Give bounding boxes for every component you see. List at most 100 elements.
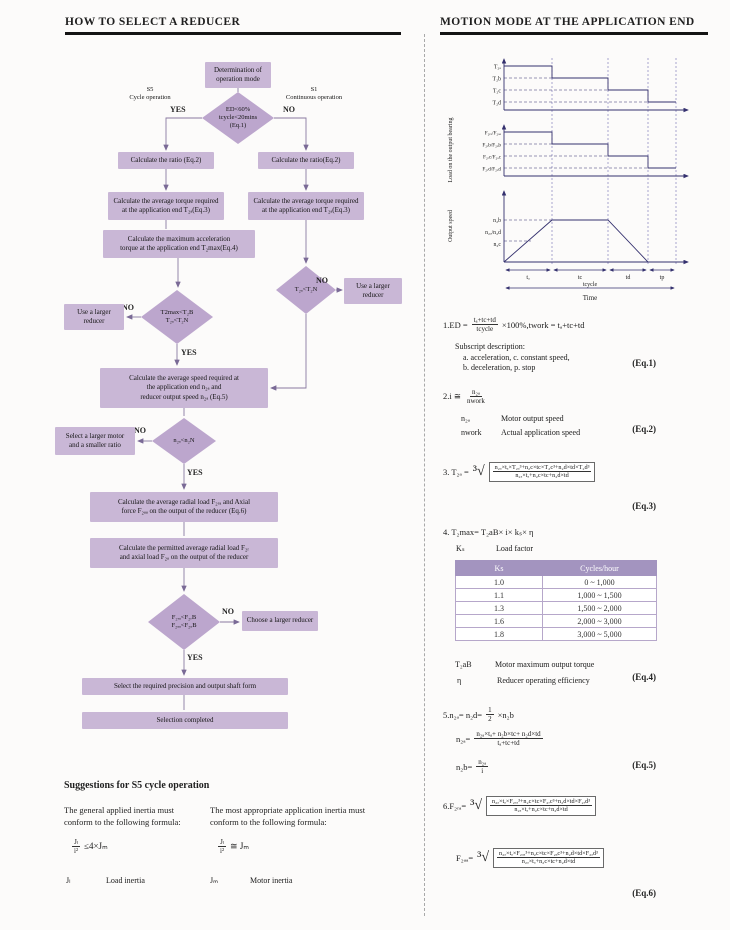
flow-box-use-larger-left: Use a larger reducer	[64, 304, 124, 330]
ylabel-output-speed: Output speed	[448, 210, 454, 242]
flow-box-avg-torque-right: Calculate the average torque required at…	[248, 192, 364, 220]
eq5-lead3: n₂b=	[456, 761, 473, 772]
flow-box-determination: Determination of operation mode	[205, 62, 271, 88]
flow-label-yes-2: YES	[181, 348, 197, 357]
eq4-legend-2: η Reducer operating efficiency	[457, 676, 590, 685]
flow-label-yes-5: YES	[187, 653, 203, 662]
flow-diamond-torque-right-text: T₂ₐ<T₂N	[294, 285, 318, 293]
eq1-subscript-line1: a. acceleration, c. constant speed,	[463, 353, 570, 362]
eq2-legend-1: n₂ₐ Motor output speed	[461, 414, 564, 423]
eq4-legend-1: T₂aB Motor maximum output torque	[455, 660, 595, 669]
xtick-ta: tₐ	[526, 275, 530, 281]
flow-box-ratio-right: Calculate the ratio(Eq.2)	[258, 152, 354, 169]
flow-label-s1: S1 Continuous operation	[285, 85, 343, 101]
flow-box-precision: Select the required precision and output…	[82, 678, 288, 695]
label-time: Time	[583, 294, 598, 302]
chart-axes-and-curves	[501, 58, 689, 290]
suggestions-left-legend: Jₗ Load inertia	[66, 876, 145, 885]
column-divider	[424, 34, 425, 916]
tick-n2b: n₂b	[493, 218, 501, 224]
label-tcycle: tcycle	[583, 282, 598, 288]
eq6-lead2: F₂ₐₐ=	[456, 852, 474, 863]
tick-f2d: F₂ᵣd/F₂ₐd	[482, 167, 501, 173]
suggestions-right-text: The most appropriate application inertia…	[210, 805, 366, 828]
equation-5-line1: 5.n₂ₐ= n₂d= 1 2 ×n₂b	[443, 706, 514, 724]
flow-label-no-2: NO	[316, 276, 328, 285]
left-formula-fraction: Jₗ i²	[72, 838, 80, 856]
ylabel-load-output-bearing: Load on the output bearing	[448, 118, 454, 183]
eq1-subscript-line2: b. deceleration, p. stop	[463, 363, 536, 372]
flow-box-avg-speed: Calculate the average speed required at …	[100, 368, 268, 408]
eq6-tag: (Eq.6)	[632, 888, 656, 898]
eq2-fraction: n₂ₐ nwork	[466, 388, 485, 406]
eq2-lead: 2.i ≅	[443, 391, 461, 402]
tick-t2b: T₂b	[493, 77, 502, 83]
eq2-legend-2: nwork Actual application speed	[461, 428, 581, 437]
right-formula-fraction: Jₗ i²	[218, 838, 226, 856]
eq5-tail1: ×n₂b	[497, 709, 514, 720]
eq5-fraction-half: 1 2	[486, 706, 494, 724]
suggestions-heading: Suggestions for S5 cycle operation	[64, 780, 210, 791]
flow-box-completed: Selection completed	[82, 712, 288, 729]
flow-diamond-speed-text: n₂ₐ<n₂N	[173, 436, 195, 444]
tick-n2c: n₂c	[494, 242, 502, 248]
table-header-row: Ks Cycles/hour	[455, 560, 657, 576]
eq6-cube-root-2: ³√	[477, 849, 490, 865]
flow-box-use-larger-right: Use a larger reducer	[344, 278, 402, 304]
table-header-cycles: Cycles/hour	[542, 560, 657, 576]
eq3-tag: (Eq.3)	[632, 501, 656, 511]
equation-5-line2: n₂ₐ= n₂ₐ×tₐ+ n₂b×tc+ n₂d×td tₐ+tc+td	[456, 730, 543, 748]
equation-5-line3: n₂b= n₂ₐ i	[456, 758, 489, 776]
eq1-tag: (Eq.1)	[632, 358, 656, 368]
xtick-tc: tc	[578, 275, 583, 281]
suggestions-left-formula: Jₗ i² ≤4×Jₘ	[72, 838, 108, 856]
chart-segment-guides	[551, 58, 677, 266]
eq6-boxed-fraction-1: n₂ₐ×tₐ×F₂ᵣₐ³+n₂c×tc×F₂ᵣc³+n₂d×td×F₂ᵣd³ n…	[486, 796, 597, 816]
flow-box-max-torque: Calculate the maximum acceleration torqu…	[103, 230, 255, 258]
suggestions-right-formula: Jₗ i² ≅ Jₘ	[218, 838, 249, 856]
xtick-tp: tp	[660, 275, 665, 281]
tick-t2d: T₂d	[493, 101, 502, 107]
equation-1: 1.ED = tₐ+tc+td tcycle ×100%,twork = tₐ+…	[443, 316, 585, 334]
flow-diamond-ed-text: ED<60% tcycle<20mins (Eq.1)	[218, 105, 258, 130]
eq4-k-legend: Kₛ Load factor	[456, 544, 534, 553]
eq5-fraction-3: n₂ₐ i	[476, 758, 489, 776]
flow-box-radial-load: Calculate the average radial load F₂ᵣₐ a…	[90, 492, 278, 522]
eq3-boxed-fraction: n₂ₐ×tₐ×T₂ₐ³+n₂c×tc×T₂c³+n₂d×td×T₂d³ n₂ₐ×…	[488, 462, 596, 482]
flow-label-yes-1: YES	[170, 105, 186, 114]
eq5-tag: (Eq.5)	[632, 760, 656, 770]
left-formula-tail: ≤4×Jₘ	[84, 841, 108, 852]
tick-t2c: T₂c	[493, 89, 502, 95]
xtick-td: td	[626, 275, 631, 281]
chart-text: Output shaft torque Load on the output b…	[448, 65, 665, 303]
eq6-lead1: 6.F₂ᵣₐ=	[443, 800, 467, 811]
suggestions-right-legend: Jₘ Motor inertia	[210, 876, 293, 885]
flow-label-s5: S5 Cycle operation	[129, 85, 171, 101]
equation-3: 3. T₂ₐ = ³√ n₂ₐ×tₐ×T₂ₐ³+n₂c×tc×T₂c³+n₂d×…	[443, 462, 596, 482]
tick-f2c: F₂ᵣc/F₂ₐc	[483, 155, 502, 161]
left-section-title: HOW TO SELECT A REDUCER	[65, 16, 401, 35]
eq2-tag: (Eq.2)	[632, 424, 656, 434]
right-section-title: MOTION MODE AT THE APPLICATION END	[440, 16, 708, 35]
tick-f2a: F₂ᵣₐ/F₂ₐₐ	[485, 131, 502, 137]
tick-t2a: T₂ₐ	[494, 65, 502, 71]
eq1-subscript-title: Subscript description:	[455, 342, 525, 351]
flow-label-no-3: NO	[122, 303, 134, 312]
flow-box-permitted-load: Calculate the permitted average radial l…	[90, 538, 278, 568]
eq1-tail: ×100%,twork = tₐ+tc+td	[501, 319, 585, 330]
tick-n2a-n2d: n₂ₐ/n₂d	[485, 230, 501, 236]
eq6-cube-root-1: ³√	[470, 797, 483, 813]
eq1-lead: 1.ED =	[443, 319, 468, 330]
eq1-fraction: tₐ+tc+td tcycle	[471, 316, 498, 334]
flow-label-yes-4: YES	[187, 468, 203, 477]
equation-6-line2: F₂ₐₐ= ³√ n₂ₐ×tₐ×F₂ₐₐ³+n₂c×tc×F₂ₐc³+n₂d×t…	[456, 848, 604, 868]
eq5-fraction-2: n₂ₐ×tₐ+ n₂b×tc+ n₂d×td tₐ+tc+td	[474, 730, 543, 748]
right-formula-tail: ≅ Jₘ	[230, 841, 249, 852]
